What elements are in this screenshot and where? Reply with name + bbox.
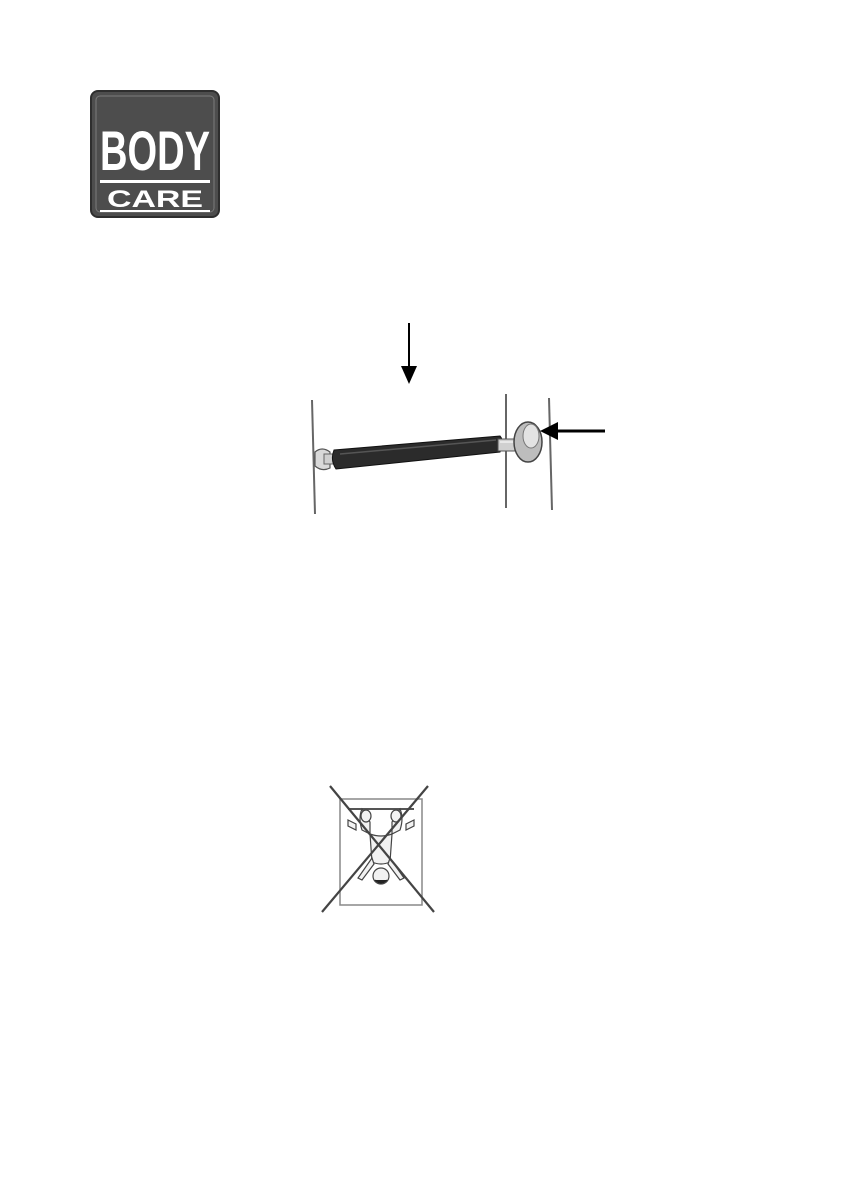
- bar-grip: [331, 435, 503, 470]
- logo-divider: [100, 180, 210, 183]
- right-end-pad: [513, 421, 543, 463]
- door-bar-illustration: [300, 318, 620, 523]
- logo-line-1: BODY: [100, 119, 210, 182]
- left-frame-line: [311, 399, 316, 515]
- brand-logo: BODY CARE: [90, 90, 220, 218]
- brand-logo-graphic: BODY CARE: [90, 90, 220, 218]
- warning-frame: [339, 798, 423, 906]
- no-inverted-hanging-icon: [318, 780, 438, 916]
- left-arrow-icon: [540, 422, 605, 440]
- logo-line-2: CARE: [107, 186, 203, 213]
- prohibited-cross: [321, 785, 435, 913]
- right-frame-line-outer: [548, 397, 553, 511]
- down-arrow-icon: [401, 323, 417, 384]
- logo-underline: [100, 210, 210, 212]
- left-end-cap: [314, 448, 337, 471]
